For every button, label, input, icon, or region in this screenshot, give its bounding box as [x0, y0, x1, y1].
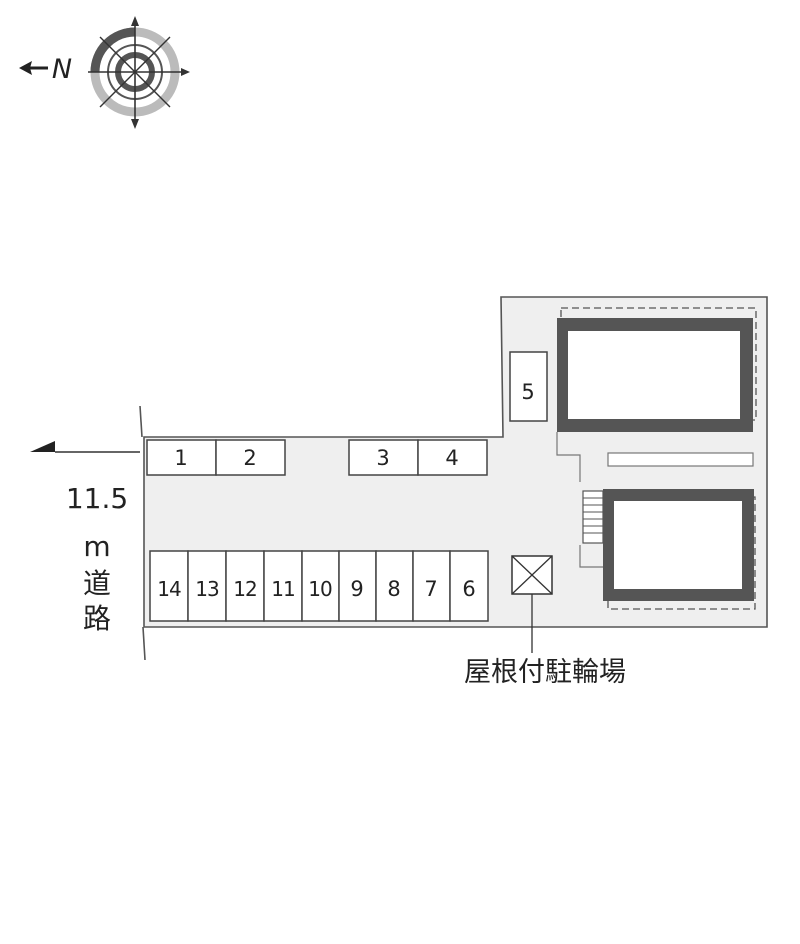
parking-slot-group-top: 1 2 3 4 [146, 439, 488, 476]
parking-slot-3 [348, 439, 419, 476]
road-direction-arrow-icon [30, 441, 140, 453]
parking-slot-12 [225, 550, 265, 622]
road-name-char-2: 路 [83, 602, 111, 635]
parking-slot-9 [338, 550, 377, 622]
parking-slot-7 [412, 550, 451, 622]
road-width-value: 11.5 [66, 482, 128, 515]
building-south [603, 489, 756, 610]
slot-number-5: 5 [521, 380, 534, 404]
slot-number-3: 3 [376, 446, 389, 470]
north-arrow-icon: N [19, 54, 72, 85]
road-width-unit: m [83, 530, 110, 563]
lot-edge-line-top [139, 405, 143, 438]
slot-number-14: 14 [157, 577, 181, 601]
slot-number-7: 7 [424, 577, 437, 601]
slot-number-9: 9 [350, 577, 363, 601]
slot-number-10: 10 [308, 577, 332, 601]
slot-number-4: 4 [445, 446, 458, 470]
slot-number-13: 13 [195, 577, 219, 601]
parking-slot-6 [449, 550, 489, 622]
walkway [556, 432, 754, 568]
slot-number-12: 12 [233, 577, 256, 601]
road-name-char-1: 道 [83, 567, 111, 600]
stairs-icon [582, 490, 604, 544]
parking-slot-14 [149, 550, 189, 622]
parking-slot-5 [509, 351, 548, 422]
bicycle-parking-label: 屋根付駐輪場 [464, 657, 626, 688]
parking-slot-group-bottom: 14 13 12 11 10 9 8 7 6 [149, 550, 489, 622]
slot-number-1: 1 [174, 446, 187, 470]
parking-slot-4 [417, 439, 488, 476]
north-letter: N [52, 54, 72, 85]
slot-number-6: 6 [462, 577, 475, 601]
slot-number-2: 2 [243, 446, 256, 470]
lot-edge-line-bottom [142, 626, 146, 661]
slot-number-11: 11 [271, 577, 294, 601]
slot-number-8: 8 [387, 577, 400, 601]
parking-slot-2 [215, 439, 286, 476]
bicycle-parking-cross-icon [511, 555, 553, 653]
parking-slot-1 [146, 439, 217, 476]
compass-rose-icon [88, 16, 190, 129]
parking-slot-10 [301, 550, 340, 622]
building-north [557, 307, 757, 432]
